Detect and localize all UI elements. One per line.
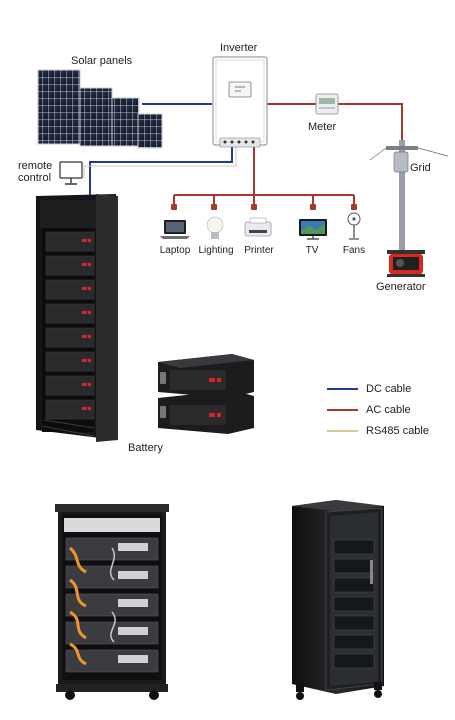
load-label: Laptop xyxy=(160,245,191,256)
legend-ac-label: AC cable xyxy=(366,404,411,416)
dc-cable-battery xyxy=(89,146,233,195)
meter-icon xyxy=(315,93,339,115)
solar-panel-icon xyxy=(37,69,163,149)
load-label: TV xyxy=(306,245,319,256)
product-photo-rack-open xyxy=(55,504,169,700)
battery-module xyxy=(45,231,95,252)
plug-icon xyxy=(171,204,357,210)
cable-legend: DC cable AC cable RS485 cable xyxy=(327,383,429,437)
battery-module xyxy=(45,375,95,396)
battery-module xyxy=(333,539,375,555)
battery-module xyxy=(333,596,375,612)
laptop-icon xyxy=(160,220,190,239)
battery-module xyxy=(333,558,375,574)
label-remote-control-line2: control xyxy=(18,172,51,184)
battery-module xyxy=(333,615,375,631)
product-photo-cabinet xyxy=(292,500,384,700)
rs485-cable xyxy=(83,146,237,178)
battery-rack xyxy=(36,194,118,442)
battery-module xyxy=(45,255,95,276)
battery-module xyxy=(333,634,375,650)
bulb-icon xyxy=(206,216,224,239)
battery-module xyxy=(65,649,159,673)
fan-icon xyxy=(347,212,361,240)
battery-module xyxy=(45,279,95,300)
load-label: Fans xyxy=(343,245,365,256)
battery-module xyxy=(65,593,159,617)
load-labels: Laptop Lighting Printer TV Fans xyxy=(160,245,365,256)
label-generator: Generator xyxy=(376,281,426,293)
tv-icon xyxy=(299,219,327,240)
battery-module xyxy=(65,621,159,645)
load-label: Printer xyxy=(244,245,274,256)
battery-module-stack xyxy=(158,354,254,434)
legend-dc-label: DC cable xyxy=(366,383,411,395)
label-solar-panels: Solar panels xyxy=(71,55,133,67)
generator-icon xyxy=(387,250,425,277)
ac-cable-meter-grid xyxy=(338,103,403,148)
label-meter: Meter xyxy=(308,121,336,133)
label-battery: Battery xyxy=(128,442,163,454)
battery-module xyxy=(45,351,95,372)
battery-module xyxy=(45,303,95,324)
legend-rs485-label: RS485 cable xyxy=(366,425,429,437)
inverter-icon xyxy=(212,56,268,148)
label-grid: Grid xyxy=(410,162,431,174)
load-label: Lighting xyxy=(198,245,233,256)
printer-icon xyxy=(244,217,272,237)
label-remote-control-line1: remote xyxy=(18,160,52,172)
battery-module xyxy=(45,399,95,420)
label-inverter: Inverter xyxy=(220,42,258,54)
battery-module xyxy=(45,327,95,348)
utility-pole-icon xyxy=(369,140,449,250)
monitor-icon xyxy=(59,161,83,185)
battery-module xyxy=(333,577,375,593)
battery-module xyxy=(333,653,375,669)
